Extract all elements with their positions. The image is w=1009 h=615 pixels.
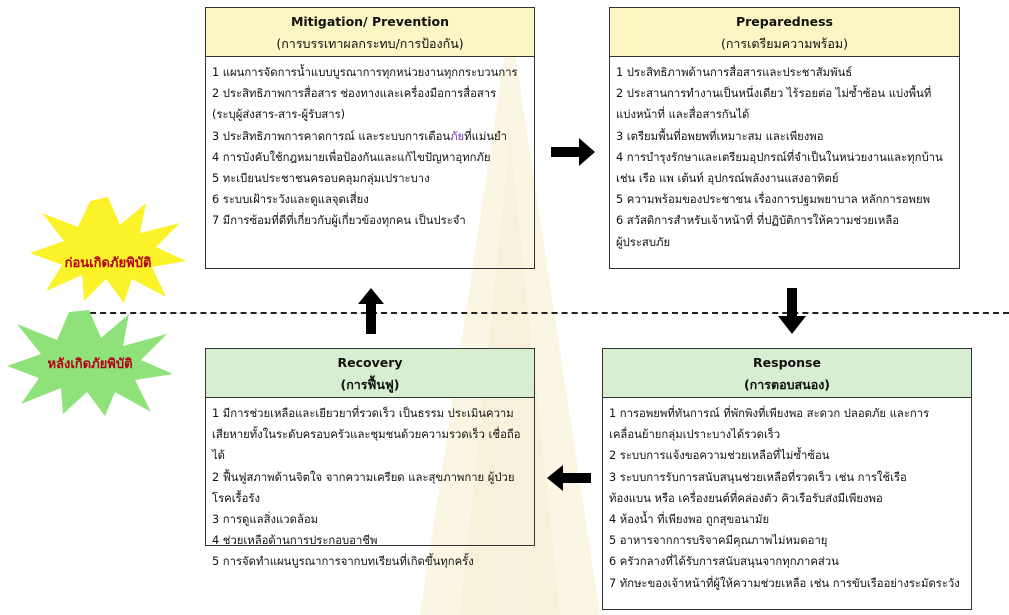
- arrow-down-icon: [778, 288, 806, 334]
- list-item: 3 เตรียมพื้นที่อพยพที่เหมาะสม และเพียงพอ: [616, 129, 824, 143]
- mitigation-box: Mitigation/ Prevention (การบรรเทาผลกระทบ…: [205, 7, 535, 269]
- preparedness-title: Preparedness: [735, 14, 834, 29]
- after-disaster-burst: หลังเกิดภัยพิบัติ: [5, 308, 175, 418]
- before-disaster-label: ก่อนเกิดภัยพิบัติ: [64, 256, 152, 271]
- list-item: 2 ระบบการแจ้งขอความช่วยเหลือที่ไม่ซ้ำซ้อ…: [609, 449, 830, 463]
- mitigation-title: Mitigation/ Prevention: [290, 14, 450, 29]
- list-item: 3 ระบบการรับการสนับสนุนช่วยเหลือที่รวดเร…: [609, 470, 907, 484]
- list-item: เสียหายทั้งในระดับครอบครัวและชุมชนด้วยคว…: [212, 428, 521, 463]
- list-item: 7 มีการซ้อมที่ดีที่เกี่ยวกับผู้เกี่ยวข้อ…: [212, 214, 466, 228]
- list-item: 5 อาหารจากการบริจาคมีคุณภาพไม่หมดอายุ: [609, 534, 828, 548]
- recovery-box: Recovery (การฟื้นฟู) 1 มีการช่วยเหลือและ…: [205, 348, 535, 568]
- list-item: โรคเรื้อรัง: [212, 491, 260, 505]
- list-item: แบ่งหน้าที่ และสื่อสารกันได้: [616, 108, 750, 122]
- list-item: เช่น เรือ แพ เต้นท์ อุปกรณ์พลังงานแสงอาท…: [616, 172, 839, 186]
- list-item: 2 ประสานการทำงานเป็นหนึ่งเดียว ไร้รอยต่อ…: [616, 87, 932, 101]
- list-item: 6 ระบบเฝ้าระวังและดูแลจุดเสี่ยง: [212, 193, 369, 207]
- response-box: Response (การตอบสนอง) 1 การอพยพที่ทันการ…: [602, 348, 972, 610]
- preparedness-header: Preparedness (การเตรียมความพร้อม): [610, 8, 959, 57]
- list-item: 4 การบังคับใช้กฎหมายเพื่อป้องกันและแก้ไข…: [212, 150, 491, 164]
- before-disaster-burst: ก่อนเกิดภัยพิบัติ: [28, 195, 188, 305]
- list-item: 1 มีการช่วยเหลือและเยียวยาที่รวดเร็ว เป็…: [212, 407, 514, 420]
- list-item: ท้องแบน หรือ เครื่องยนต์ที่คล่องตัว คิวเ…: [609, 491, 883, 505]
- arrow-right-icon: [551, 138, 595, 166]
- list-item: เคลื่อนย้ายกลุ่มเปราะบางได้รวดเร็ว: [609, 428, 781, 442]
- highlight-text: ภัย: [450, 129, 465, 143]
- list-item: 5 ทะเบียนประชาชนครอบคลุมกลุ่มเปราะบาง: [212, 172, 430, 186]
- list-item: 4 การบำรุงรักษาและเตรียมอุปกรณ์ที่จำเป็น…: [616, 150, 943, 164]
- list-item: 1 การอพยพที่ทันการณ์ ที่พักพิงที่เพียงพอ…: [609, 407, 930, 420]
- starburst-green-icon: [7, 310, 173, 416]
- list-item: 6 ครัวกลางที่ได้รับการสนับสนุนจากทุกภาคส…: [609, 555, 839, 569]
- response-title: Response: [753, 355, 821, 370]
- list-item: 4 ห้องน้ำ ที่เพียงพอ ถูกสุขอนามัย: [609, 513, 770, 527]
- mitigation-list: 1 แผนการจัดการน้ำแบบบูรณาการทุกหน่วยงานท…: [212, 62, 528, 232]
- recovery-header: Recovery (การฟื้นฟู): [206, 349, 534, 398]
- mitigation-subtitle: (การบรรเทาผลกระทบ/การป้องกัน): [276, 36, 464, 51]
- list-item: 2 ฟื้นฟูสภาพด้านจิตใจ จากความเครียด และส…: [212, 470, 515, 484]
- item-text-tail: ที่แม่นยำ: [464, 129, 508, 143]
- list-item: 3 ประสิทธิภาพการคาดการณ์ และระบบการเตือน…: [212, 126, 528, 147]
- list-item: ผู้ประสบภัย: [616, 235, 671, 249]
- response-list: 1 การอพยพที่ทันการณ์ ที่พักพิงที่เพียงพอ…: [609, 403, 965, 594]
- list-item: 1 ประสิทธิภาพด้านการสื่อสารและประชาสัมพั…: [616, 66, 853, 79]
- after-disaster-label: หลังเกิดภัยพิบัติ: [47, 357, 133, 372]
- list-item: 7 ทักษะของเจ้าหน้าที่ผู้ให้ความช่วยเหลือ…: [609, 576, 960, 590]
- preparedness-subtitle: (การเตรียมความพร้อม): [720, 36, 849, 51]
- before-after-divider: [70, 312, 1009, 314]
- list-item: 5 การจัดทำแผนบูรณาการจากบทเรียนที่เกิดขึ…: [212, 555, 474, 569]
- arrow-up-icon: [358, 288, 384, 334]
- response-subtitle: (การตอบสนอง): [743, 377, 831, 392]
- response-header: Response (การตอบสนอง): [603, 349, 971, 398]
- preparedness-box: Preparedness (การเตรียมความพร้อม) 1 ประส…: [609, 7, 960, 269]
- list-item: 4 ช่วยเหลือด้านการประกอบอาชีพ: [212, 534, 378, 548]
- list-item: (ระบุผู้ส่งสาร-สาร-ผู้รับสาร): [212, 108, 346, 122]
- starburst-yellow-icon: [30, 197, 186, 303]
- recovery-list: 1 มีการช่วยเหลือและเยียวยาที่รวดเร็ว เป็…: [212, 403, 528, 573]
- preparedness-list: 1 ประสิทธิภาพด้านการสื่อสารและประชาสัมพั…: [616, 62, 953, 253]
- recovery-title: Recovery: [337, 355, 403, 370]
- list-item: 5 ความพร้อมของประชาชน เรื่องการปฐมพยาบาล…: [616, 193, 931, 207]
- item-text: 3 ประสิทธิภาพการคาดการณ์ และระบบการเตือน: [212, 129, 451, 143]
- recovery-subtitle: (การฟื้นฟู): [340, 377, 400, 392]
- list-item: 3 การดูแลสิ่งแวดล้อม: [212, 513, 319, 527]
- list-item: 2 ประสิทธิภาพการสื่อสาร ช่องทางและเครื่อ…: [212, 87, 497, 101]
- mitigation-header: Mitigation/ Prevention (การบรรเทาผลกระทบ…: [206, 8, 534, 57]
- arrow-left-icon: [547, 465, 591, 491]
- list-item: 1 แผนการจัดการน้ำแบบบูรณาการทุกหน่วยงานท…: [212, 66, 518, 79]
- list-item: 6 สวัสดิการสำหรับเจ้าหน้าที่ ที่ปฏิบัติก…: [616, 214, 900, 228]
